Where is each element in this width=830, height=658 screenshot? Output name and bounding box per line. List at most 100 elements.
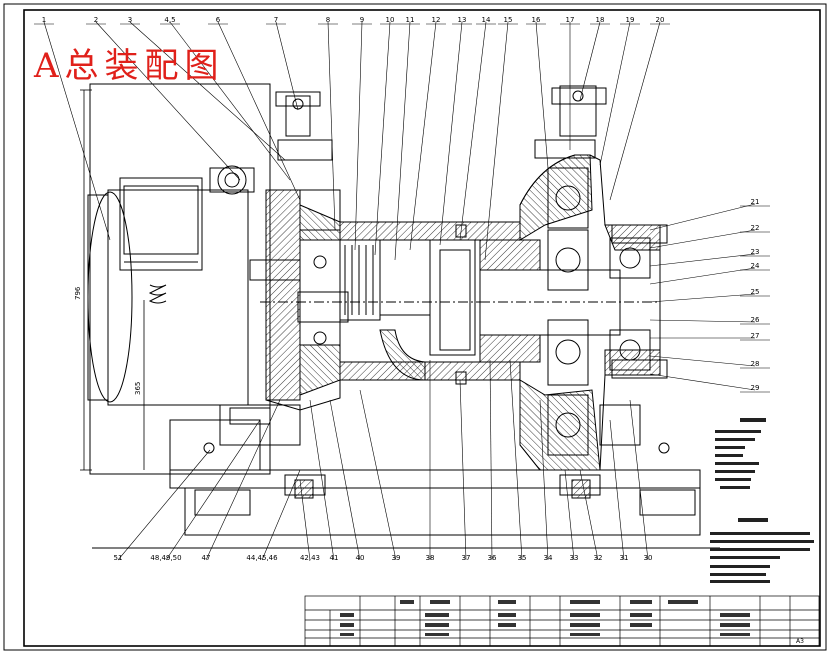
drawing-title: A总装配图 xyxy=(34,46,225,86)
motor xyxy=(87,83,271,475)
tech-notes-1 xyxy=(715,418,766,489)
callout-label: 7 xyxy=(274,16,278,24)
callout-label: 21 xyxy=(751,198,760,206)
dim-center-height: 365 xyxy=(134,382,142,395)
callout-label: 10 xyxy=(386,16,395,24)
title-block xyxy=(304,595,820,647)
tech-notes-2 xyxy=(710,518,814,583)
callout-label: 1 xyxy=(42,16,46,24)
callout-label: 31 xyxy=(620,554,629,562)
callout-label: 35 xyxy=(518,554,527,562)
leader-line xyxy=(117,449,211,561)
callout-label: 25 xyxy=(751,288,760,296)
leader-line xyxy=(609,21,661,201)
callout-label: 30 xyxy=(644,554,653,562)
leader-line xyxy=(394,21,411,261)
leader-line xyxy=(579,21,601,101)
callout-label: 41 xyxy=(330,554,339,562)
callout-label: 29 xyxy=(751,384,760,392)
title-block-fill xyxy=(340,600,750,636)
leader-line xyxy=(409,21,437,251)
callout-label: 18 xyxy=(596,16,605,24)
callout-label: 23 xyxy=(751,248,760,256)
callout-label: 22 xyxy=(751,224,760,232)
callout-label: 17 xyxy=(566,16,575,24)
callout-label: 39 xyxy=(392,554,401,562)
lifting-supports xyxy=(275,85,607,161)
leader-line xyxy=(374,21,391,256)
callout-label: 27 xyxy=(751,332,760,340)
leader-line xyxy=(599,21,631,166)
outer-frame xyxy=(3,3,827,651)
leader-line xyxy=(43,21,111,241)
callout-label: 40 xyxy=(356,554,365,562)
callout-label: 8 xyxy=(326,16,330,24)
callout-label: 12 xyxy=(432,16,441,24)
leader-line xyxy=(489,359,493,561)
callout-label: 6 xyxy=(216,16,221,24)
callout-label: 3 xyxy=(128,16,132,24)
leader-line xyxy=(309,399,335,561)
leader-line xyxy=(327,21,336,231)
callout-label: 19 xyxy=(626,16,635,24)
callout-label: 9 xyxy=(360,16,364,24)
leader-line xyxy=(459,21,487,241)
leader-line xyxy=(261,469,301,561)
callout-label: 28 xyxy=(751,360,760,368)
leader-line xyxy=(629,399,649,561)
leader-line xyxy=(535,21,549,169)
callout-label: 36 xyxy=(488,554,497,562)
leader-line xyxy=(129,21,286,161)
base-frame xyxy=(92,404,720,549)
leader-line xyxy=(439,21,463,246)
leader-line xyxy=(299,479,311,561)
callout-label: 2 xyxy=(94,16,98,24)
leader-line xyxy=(217,21,301,201)
callout-label: 26 xyxy=(751,316,760,324)
internal-gears xyxy=(249,167,668,456)
drawing-number: A3 xyxy=(796,638,804,645)
callout-label: 47 xyxy=(202,554,211,562)
leader-line xyxy=(564,469,575,561)
gearbox-housing xyxy=(265,154,661,471)
callout-label: 32 xyxy=(594,554,603,562)
callout-label: 38 xyxy=(426,554,435,562)
callout-label: 34 xyxy=(544,554,553,562)
callout-label: 15 xyxy=(504,16,513,24)
leader-line xyxy=(579,469,599,561)
leader-line xyxy=(169,21,291,181)
callout-label: 16 xyxy=(532,16,541,24)
leader-line xyxy=(649,267,756,285)
leader-line xyxy=(649,319,756,323)
leader-line xyxy=(649,373,756,391)
leader-line xyxy=(539,399,549,561)
callout-label: 11 xyxy=(406,16,415,24)
leader-line xyxy=(359,389,397,561)
leader-line xyxy=(509,359,523,561)
leader-line xyxy=(329,399,361,561)
callout-label: 48,49,50 xyxy=(150,554,181,562)
leader-line xyxy=(649,355,756,367)
leader-line xyxy=(484,21,509,261)
leader-lines xyxy=(34,21,770,561)
leader-line xyxy=(354,21,363,251)
dim-overall-height: 796 xyxy=(74,286,82,300)
leader-line xyxy=(459,379,467,561)
callout-label: 51 xyxy=(114,554,123,562)
leader-line xyxy=(609,419,625,561)
leader-line xyxy=(649,203,756,231)
callout-label: 24 xyxy=(751,262,760,270)
callout-label: 37 xyxy=(462,554,471,562)
leader-line xyxy=(275,21,299,111)
callout-label: 42,43 xyxy=(300,554,320,562)
callout-label: 44,45,46 xyxy=(246,554,278,562)
callout-label: 20 xyxy=(656,16,665,24)
callout-label: 33 xyxy=(570,554,579,562)
leader-line xyxy=(205,399,281,561)
inner-frame xyxy=(23,9,821,647)
leader-line xyxy=(649,293,756,303)
callout-label: 13 xyxy=(458,16,467,24)
